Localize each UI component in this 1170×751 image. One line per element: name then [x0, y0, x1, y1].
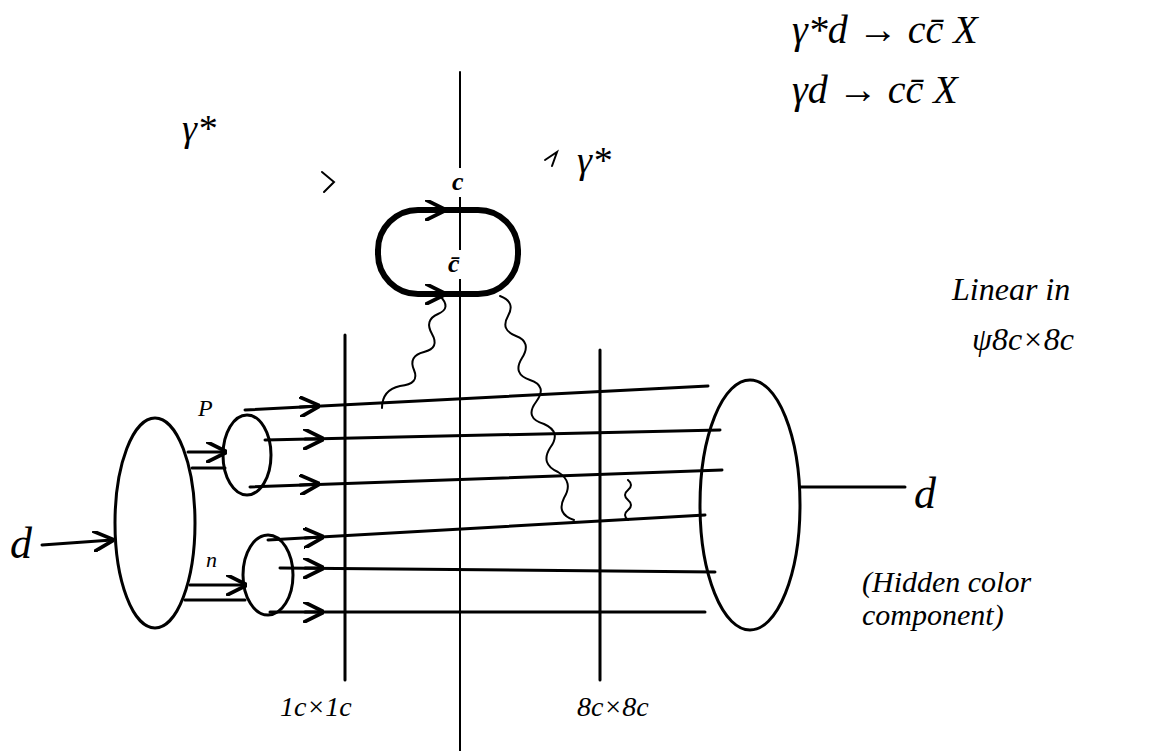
label: γ*	[575, 140, 613, 182]
cut-line	[599, 350, 602, 680]
quark-arrow	[430, 209, 444, 212]
quark-line	[245, 386, 708, 410]
label: (Hidden color component)	[860, 565, 1164, 631]
quark-arrow	[305, 537, 322, 538]
quark-arrow	[300, 484, 318, 485]
quark-line	[280, 568, 715, 572]
nucleon-line	[192, 467, 225, 470]
label: γ*d → cc̄ X	[790, 8, 980, 52]
deuteron-line	[800, 486, 905, 489]
quark-line	[250, 470, 722, 487]
label: ψ8c×8c	[970, 322, 1076, 357]
label: γ*	[180, 108, 218, 150]
quark-arrow	[300, 406, 318, 407]
nucleon-line	[190, 584, 245, 587]
label: d	[8, 520, 34, 568]
gluon-line	[382, 296, 446, 408]
label: c̄	[446, 250, 462, 279]
quark-arrow	[305, 611, 322, 614]
deuteron-arrow	[42, 540, 112, 545]
quark-arrow	[430, 293, 444, 296]
deuteron-blob	[700, 380, 800, 630]
quark-arrow	[305, 567, 322, 570]
proton-blob	[223, 415, 271, 495]
label: 8c×8c	[575, 692, 651, 723]
quark-line	[270, 611, 705, 614]
photon-arrow	[322, 172, 334, 192]
charm-loop	[378, 210, 518, 294]
quark-line	[265, 430, 720, 440]
label: 1c×1c	[278, 692, 354, 723]
label: γd → cc̄ X	[790, 68, 960, 112]
neutron-blob	[243, 535, 293, 615]
gluon-line	[500, 296, 574, 520]
label: n	[204, 548, 219, 572]
quark-arrow	[305, 438, 322, 441]
cut-line	[344, 335, 347, 680]
nucleon-line	[188, 451, 225, 454]
photon-arrow	[545, 152, 557, 166]
deuteron-blob	[115, 418, 195, 628]
label: Linear in	[950, 272, 1072, 307]
label: P	[196, 395, 215, 421]
label: c	[450, 168, 466, 197]
quark-line	[268, 515, 705, 540]
nucleon-line	[185, 599, 245, 602]
label: d	[912, 470, 938, 518]
gluon-line	[625, 480, 631, 520]
